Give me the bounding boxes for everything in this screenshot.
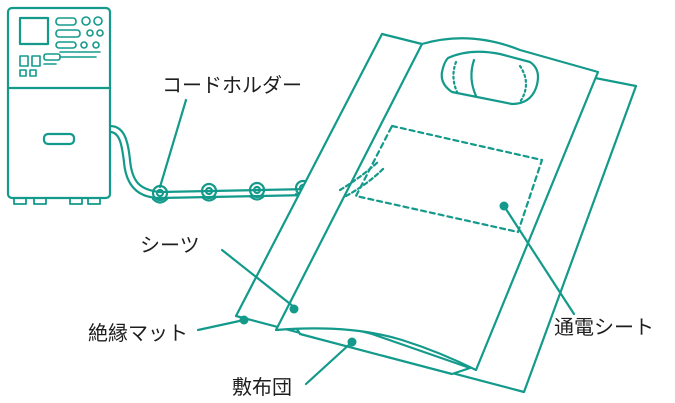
control-unit xyxy=(6,6,112,205)
sheets xyxy=(274,37,600,372)
dot-sheets xyxy=(289,304,299,314)
unit-feet xyxy=(13,197,101,205)
label-insulation-mat: 絶縁マット xyxy=(88,321,188,345)
label-cord-holder: コードホルダー xyxy=(162,73,302,97)
drawer-handle xyxy=(42,132,76,146)
dot-conductive-sheet xyxy=(499,201,509,211)
label-futon: 敷布団 xyxy=(232,375,292,399)
control-buttons xyxy=(55,16,104,58)
dot-futon xyxy=(347,337,357,347)
leader-cord-holder xyxy=(158,98,188,189)
pillow xyxy=(440,50,540,106)
dot-insulation-mat xyxy=(239,315,249,325)
cord-holder-3 xyxy=(248,181,266,201)
control-display xyxy=(18,16,50,46)
cord-under-mat xyxy=(338,160,380,192)
cord-under-mat-2 xyxy=(344,166,386,198)
leader-conductive-sheet xyxy=(502,204,576,316)
cord-holder-1 xyxy=(151,184,169,204)
label-conductive-sheet: 通電シート xyxy=(554,315,654,339)
conductive-sheet xyxy=(354,124,544,234)
leader-sheets xyxy=(220,248,296,309)
control-switches xyxy=(19,53,61,77)
power-cord-outline xyxy=(108,130,362,200)
leader-insulation-mat xyxy=(196,318,246,332)
leader-futon xyxy=(304,340,354,386)
label-sheets: シーツ xyxy=(140,233,200,257)
power-cord xyxy=(108,124,362,194)
cord-holder-2 xyxy=(200,182,218,202)
